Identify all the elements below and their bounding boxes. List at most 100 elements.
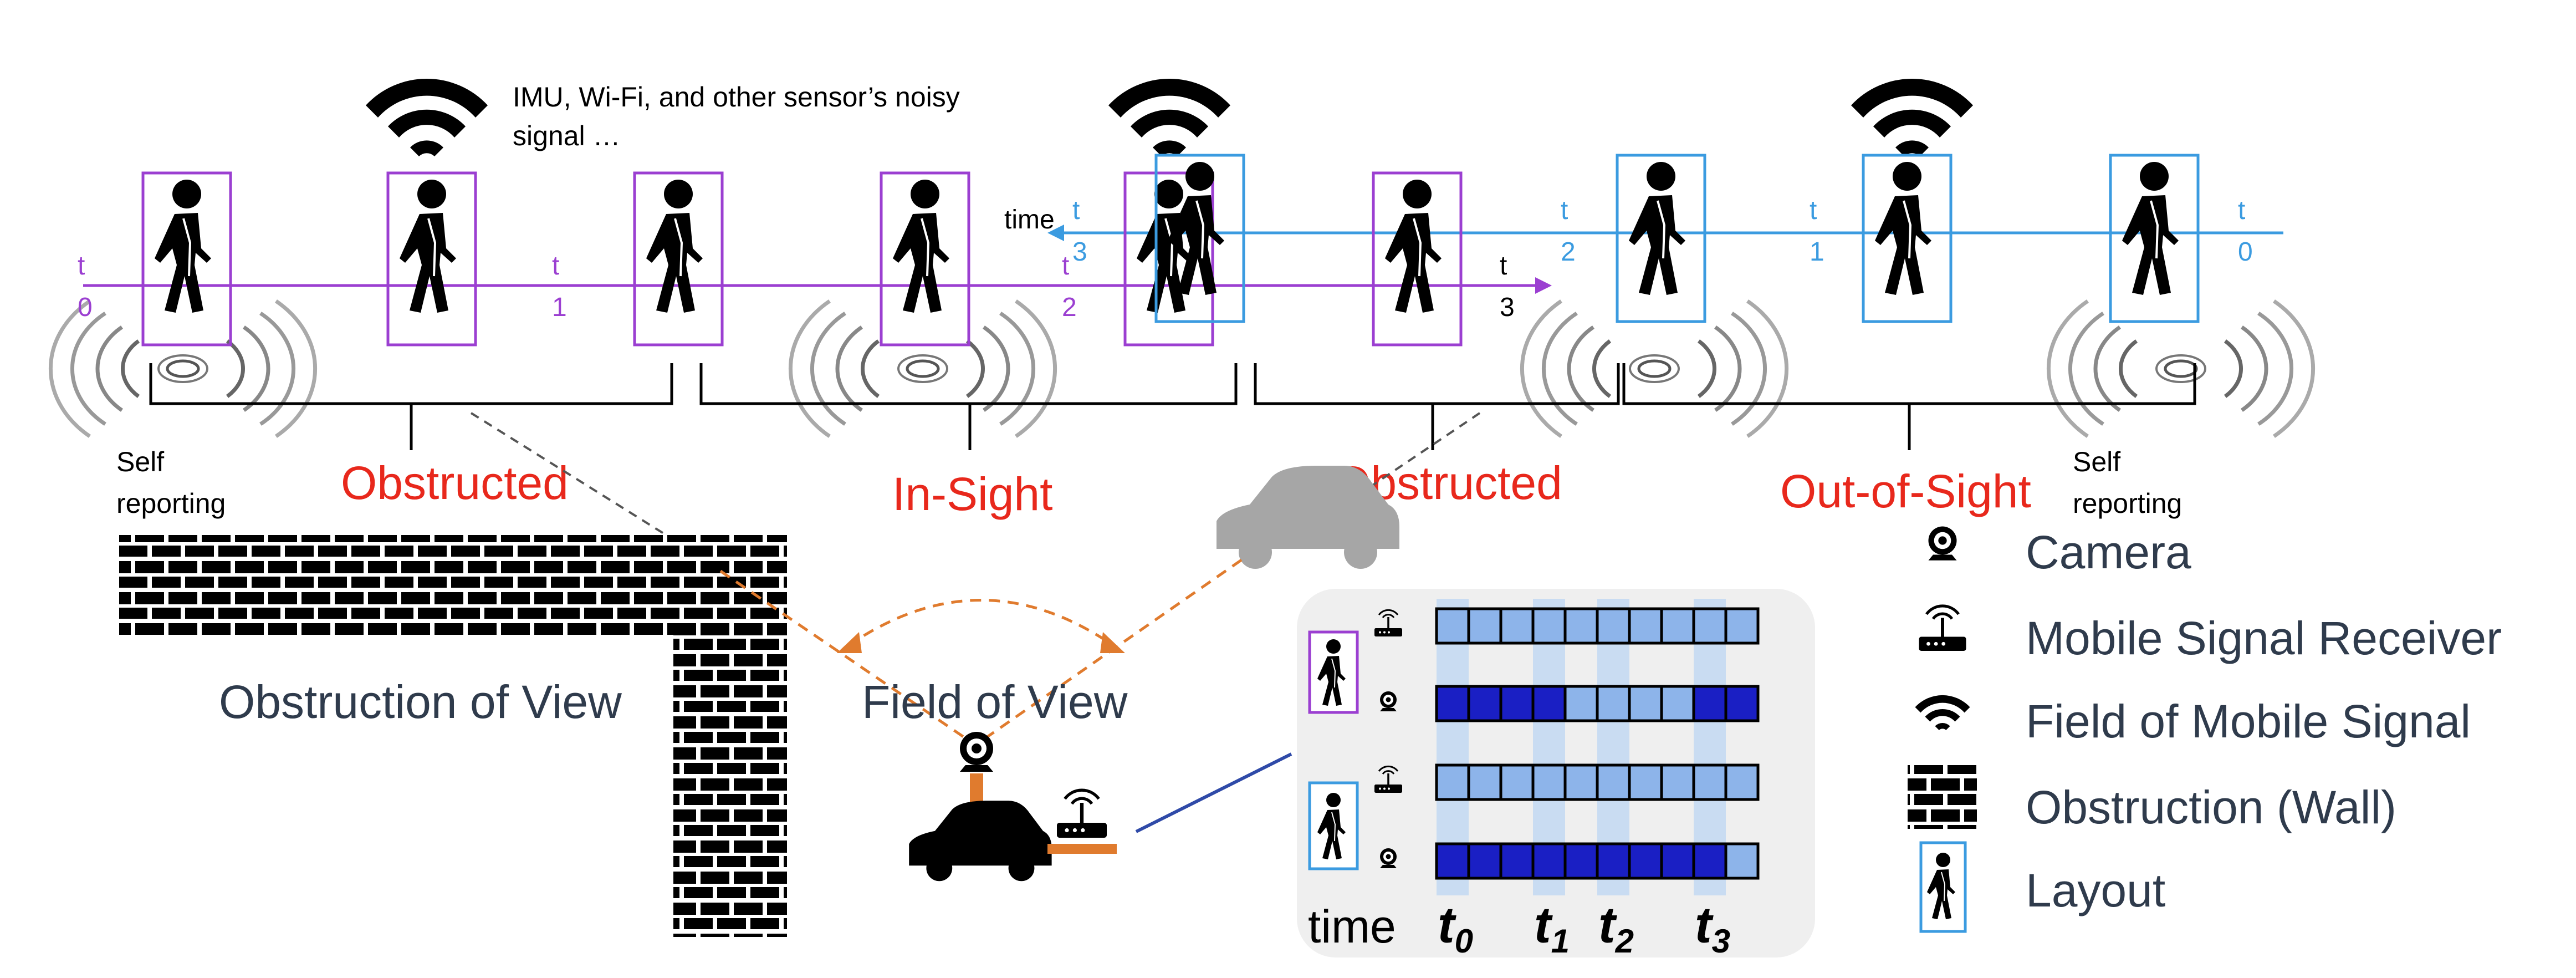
purple-person <box>141 171 232 347</box>
matrix-cell <box>1724 685 1760 722</box>
matrix-cell <box>1628 763 1663 801</box>
matrix-cell <box>1435 607 1470 645</box>
matrix-cell <box>1596 685 1631 722</box>
matrix-row <box>1435 842 1760 880</box>
matrix-cell <box>1724 607 1760 645</box>
self-reporting-label: Self <box>116 446 164 477</box>
svg-text:t: t <box>2238 196 2245 225</box>
blue-person <box>1862 154 1953 323</box>
connector-line <box>1135 752 1292 833</box>
camera-icon <box>1928 526 1957 561</box>
purple-person <box>633 171 724 347</box>
svg-text:3: 3 <box>1072 237 1087 267</box>
matrix-cell <box>1467 607 1502 645</box>
svg-text:t: t <box>1072 196 1080 225</box>
matrix-cell <box>1563 763 1599 801</box>
legend-label: Field of Mobile Signal <box>2026 695 2471 747</box>
matrix-cell <box>1628 685 1663 722</box>
svg-text:t: t <box>1561 196 1568 225</box>
matrix-person-purple <box>1308 630 1359 714</box>
svg-text:3: 3 <box>1500 293 1515 322</box>
field-of-view-label: Field of View <box>862 676 1128 728</box>
segment-bracket <box>1254 363 1620 450</box>
signal-note-line2: signal … <box>513 120 621 151</box>
wifi-icon <box>366 78 488 156</box>
matrix-cell <box>1660 685 1695 722</box>
observer-car <box>909 732 1117 882</box>
purple-time-label: t 3 <box>1500 251 1515 322</box>
blue-person <box>2109 154 2200 323</box>
matrix-cell <box>1435 842 1470 880</box>
legend-label: Mobile Signal Receiver <box>2026 612 2502 664</box>
matrix-cell <box>1531 607 1567 645</box>
matrix-cell <box>1531 685 1567 722</box>
matrix-cell <box>1531 842 1567 880</box>
svg-text:1: 1 <box>552 293 567 322</box>
wifi-icon <box>1915 695 1970 730</box>
pointer-line <box>1351 412 1481 500</box>
matrix-cell <box>1499 685 1535 722</box>
self-reporting-label: Self <box>2073 446 2120 477</box>
signal-note-line1: IMU, Wi-Fi, and other sensor’s noisy <box>513 81 960 113</box>
svg-text:t: t <box>1810 196 1817 225</box>
svg-text:t: t <box>1062 251 1069 281</box>
fov-arrowhead <box>1100 632 1125 653</box>
receiver-icon <box>1057 790 1107 838</box>
fov-arrowhead <box>837 632 862 653</box>
matrix-row <box>1435 685 1760 722</box>
blue-time-label: t 3 <box>1072 196 1087 267</box>
wifi-icon <box>1851 78 1973 156</box>
matrix-cell <box>1435 685 1470 722</box>
svg-text:t: t <box>1500 251 1507 281</box>
blue-time-label: t 2 <box>1561 196 1576 267</box>
matrix-cell <box>1563 685 1599 722</box>
purple-time-label: t 2 <box>1062 251 1077 322</box>
segment-label-out-of-sight: Out-of-Sight <box>1780 465 2031 517</box>
matrix-cell <box>1467 842 1502 880</box>
blue-time-label: t 1 <box>1810 196 1824 267</box>
blue-time-label: t 0 <box>2238 196 2253 267</box>
matrix-row <box>1435 607 1760 645</box>
matrix-cell <box>1435 763 1470 801</box>
self-reporting-label: reporting <box>116 488 226 519</box>
matrix-cell <box>1531 763 1567 801</box>
segment-bracket <box>699 363 1238 450</box>
blue-time-axis-label: time <box>1004 205 1055 235</box>
svg-text:2: 2 <box>1561 237 1576 267</box>
matrix-cell <box>1692 607 1727 645</box>
matrix-cell <box>1467 763 1502 801</box>
camera-icon <box>960 732 993 772</box>
matrix-cell <box>1692 685 1727 722</box>
segment-bracket <box>1622 363 2196 450</box>
svg-text:0: 0 <box>78 293 93 322</box>
segment-label-obstructed: Obstructed <box>341 457 569 509</box>
obstruction-of-view-label: Obstruction of View <box>219 676 622 728</box>
matrix-cell <box>1660 607 1695 645</box>
purple-person <box>386 171 477 347</box>
self-reporting-label: reporting <box>2073 488 2182 519</box>
segment-label-in-sight: In-Sight <box>892 468 1053 520</box>
matrix-cell <box>1660 763 1695 801</box>
purple-person <box>880 171 970 347</box>
legend-label: Obstruction (Wall) <box>2026 781 2396 833</box>
matrix-cell <box>1724 763 1760 801</box>
matrix-person-blue <box>1308 781 1359 870</box>
matrix-cell <box>1596 763 1631 801</box>
matrix-time-label: time <box>1308 900 1396 952</box>
matrix-cell <box>1660 842 1695 880</box>
matrix-cell <box>1596 607 1631 645</box>
wifi-icon <box>1108 78 1230 156</box>
purple-time-label: t 0 <box>78 251 93 322</box>
legend-label: Camera <box>2026 526 2191 578</box>
matrix-cell <box>1499 607 1535 645</box>
matrix-cell <box>1628 842 1663 880</box>
svg-text:t: t <box>552 251 559 281</box>
blue-person <box>1616 154 1706 323</box>
purple-time-label: t 1 <box>552 251 567 322</box>
purple-timeline <box>83 277 1552 294</box>
svg-text:t: t <box>78 251 85 281</box>
wall-icon <box>1908 765 1977 829</box>
svg-text:1: 1 <box>1810 237 1824 267</box>
purple-person <box>1123 171 1214 347</box>
